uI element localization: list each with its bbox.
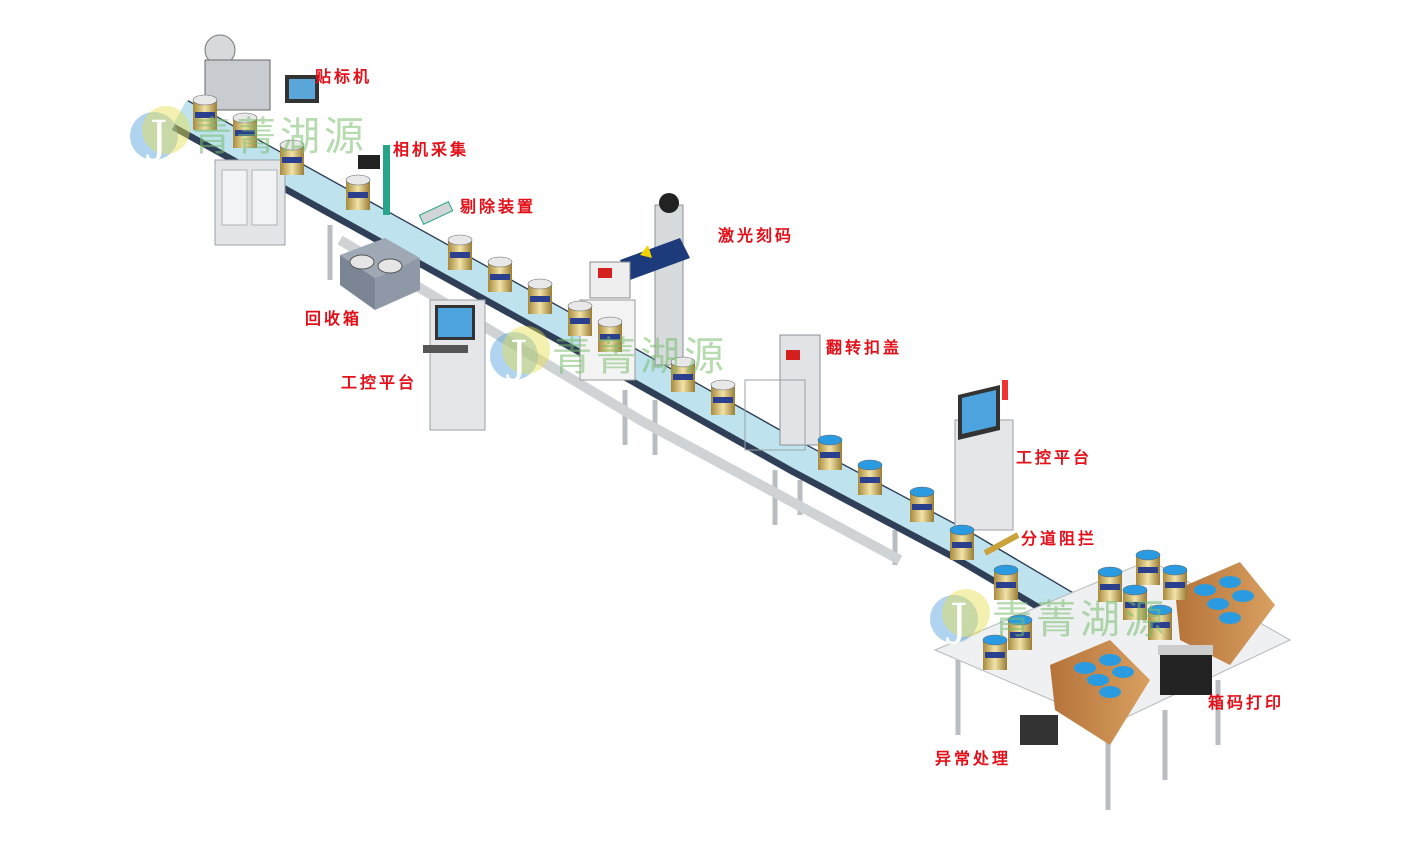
can	[982, 634, 1008, 670]
label-control-1: 工控平台	[341, 373, 418, 392]
flip-cap-station	[744, 334, 821, 451]
can	[993, 564, 1019, 600]
label-laser: 激光刻码	[718, 226, 795, 245]
cans	[192, 94, 1254, 698]
can	[1162, 564, 1188, 600]
can	[192, 94, 218, 130]
can	[817, 434, 843, 470]
svg-text:J: J	[506, 332, 528, 383]
boxed-can-lid	[1232, 590, 1254, 602]
can	[597, 316, 623, 352]
watermark-text: 青菁湖源	[992, 597, 1168, 643]
can	[1007, 614, 1033, 650]
boxed-can-lid	[1074, 662, 1096, 674]
can	[487, 256, 513, 292]
label-control-2: 工控平台	[1016, 448, 1093, 467]
watermark-logo-icon: J	[488, 322, 550, 384]
label-flip-cap: 翻转扣盖	[826, 338, 903, 357]
watermark-text: 青菁湖源	[192, 114, 368, 160]
can	[1147, 604, 1173, 640]
can	[447, 234, 473, 270]
label-camera: 相机采集	[393, 140, 470, 159]
camera-station	[358, 145, 390, 215]
can	[670, 356, 696, 392]
can	[857, 459, 883, 495]
can	[567, 300, 593, 336]
watermark: J 青菁湖源	[928, 585, 1168, 647]
can	[345, 174, 371, 210]
label-reject: 剔除装置	[460, 197, 537, 216]
reject-device	[418, 201, 454, 225]
label-diverter: 分道阻拦	[1021, 529, 1098, 548]
boxed-can-lid	[1194, 584, 1216, 596]
can	[1097, 566, 1123, 602]
labeler-machine	[204, 34, 319, 246]
label-box-print: 箱码打印	[1208, 693, 1285, 712]
can	[909, 486, 935, 522]
boxed-can-lid	[1219, 612, 1241, 624]
boxed-can-lid	[1087, 674, 1109, 686]
boxed-can-lid	[1219, 576, 1241, 588]
boxed-can-lid	[1099, 654, 1121, 666]
conveyor-belt	[173, 100, 1077, 619]
watermark: J 青菁湖源	[128, 102, 368, 164]
can	[1135, 549, 1161, 585]
can	[949, 524, 975, 560]
diverter-gate	[983, 532, 1020, 556]
label-recycle-bin: 回收箱	[305, 309, 363, 328]
label-exception: 异常处理	[935, 749, 1012, 768]
can	[1122, 584, 1148, 620]
can	[279, 139, 305, 175]
control-cabinet-1	[423, 299, 486, 431]
can	[527, 278, 553, 314]
boxed-can-lid	[1112, 666, 1134, 678]
can	[232, 112, 258, 148]
watermark: J 青菁湖源	[488, 322, 728, 384]
can	[710, 379, 736, 415]
svg-text:J: J	[946, 595, 968, 646]
control-cabinet-2	[954, 380, 1014, 531]
svg-text:J: J	[146, 112, 168, 163]
watermark-logo-icon: J	[928, 585, 990, 647]
watermark-text: 青菁湖源	[552, 334, 728, 380]
laser-coder	[579, 193, 690, 381]
boxed-can-lid	[1099, 686, 1121, 698]
label-labeler: 贴标机	[315, 67, 373, 86]
boxed-can-lid	[1207, 598, 1229, 610]
watermark-logo-icon: J	[128, 102, 190, 164]
recycle-bin	[340, 238, 420, 310]
